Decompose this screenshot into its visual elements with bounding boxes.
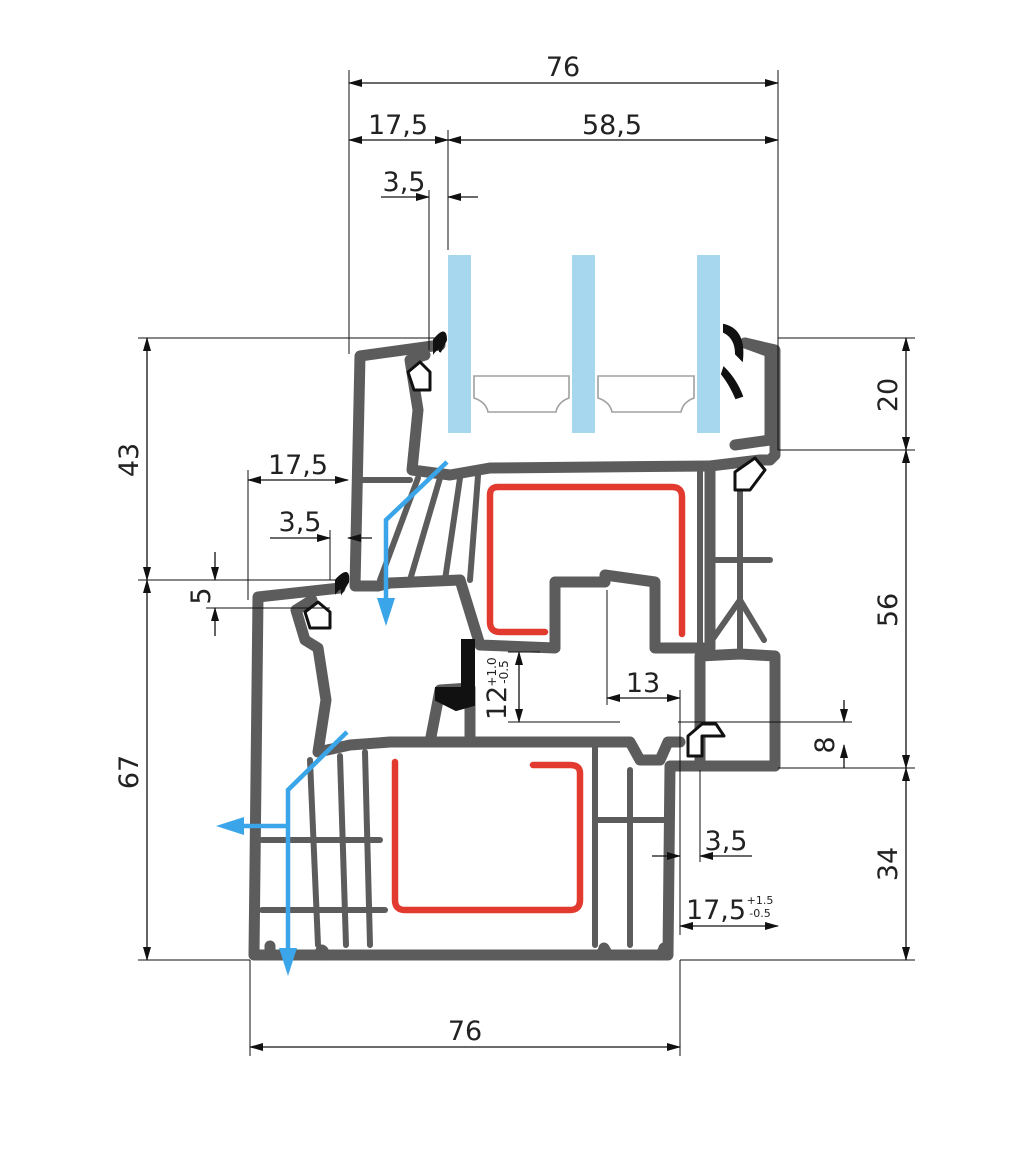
frame-inner-wall — [290, 594, 686, 766]
sash-bottom-chamber — [454, 460, 716, 654]
label-sash-gasket: 3,5 — [279, 507, 322, 538]
frame-web-3 — [307, 757, 321, 948]
label-overlap-height: 12 — [482, 686, 513, 720]
label-bottom-right-tol-lower: -0.5 — [749, 907, 770, 920]
frame-drain-arrowhead-left — [216, 817, 244, 835]
spacer-bar-left — [473, 375, 570, 413]
label-top-bead: 3,5 — [383, 167, 426, 198]
label-bottom-right-tol-upper: +1.5 — [747, 894, 774, 907]
label-top-total: 76 — [546, 52, 580, 83]
label-bottom-total: 76 — [448, 1016, 482, 1047]
label-sash-height: 43 — [114, 443, 145, 477]
sash-drain-path — [383, 460, 449, 608]
glass-pane-inner — [697, 255, 720, 433]
label-top-left: 17,5 — [368, 110, 428, 141]
label-overlap-tol-upper: +1.0 — [485, 657, 499, 686]
label-overlap-tol-lower: -0.5 — [497, 660, 511, 683]
gasket-glass-inner — [723, 323, 744, 363]
dimension-lines — [138, 70, 915, 1056]
dimension-labels: 76 17,5 58,5 3,5 17,5 3,5 43 67 5 20 56 … — [114, 52, 904, 1047]
sash-triangle-web — [709, 594, 767, 643]
label-bottom-right-offset: 17,5 — [686, 895, 746, 926]
frame-foot-nub-3 — [657, 945, 671, 959]
gasket-glass-inner-lower — [720, 366, 744, 400]
sash-web-2 — [407, 475, 443, 583]
glass-pane-outer — [448, 255, 471, 433]
frame-web-4 — [337, 753, 349, 948]
label-sash-overlap: 17,5 — [268, 450, 328, 481]
glazing-unit — [448, 255, 720, 433]
frame-steel-reinforcement — [391, 758, 584, 914]
sash-drain-arrowhead — [377, 598, 395, 626]
drainage-paths — [216, 460, 449, 976]
label-bottom-gasket: 3,5 — [705, 826, 748, 857]
label-middle-gap: 8 — [810, 736, 841, 753]
label-sash-step: 5 — [186, 587, 217, 604]
glass-pane-middle — [572, 255, 595, 433]
sash-outer-wall — [349, 339, 466, 592]
glazing-bead — [729, 337, 776, 451]
gasket-center-seal — [435, 639, 475, 712]
frame-outer-wall — [248, 582, 781, 961]
frame-drain-path — [285, 730, 349, 958]
gaskets — [303, 323, 767, 758]
label-top-glazing: 58,5 — [582, 110, 642, 141]
frame-web-5 — [362, 749, 373, 948]
frame-foot-nub-1 — [315, 945, 329, 959]
sash-web-4 — [467, 473, 481, 583]
gasket-glass-outer-lip — [433, 331, 448, 355]
label-right-glass-rebate: 20 — [873, 378, 904, 412]
label-right-middle: 56 — [873, 593, 904, 627]
label-right-bottom: 34 — [873, 847, 904, 881]
gasket-sash-outer-lip — [335, 572, 350, 596]
label-frame-height: 67 — [114, 755, 145, 789]
spacer-bar-right — [597, 375, 695, 413]
gasket-glass-outer — [406, 360, 432, 392]
label-center-width: 13 — [626, 668, 660, 699]
gasket-inner-stop — [686, 722, 726, 758]
gasket-glazing-bead-hook — [733, 456, 767, 492]
sash-steel-reinforcement — [486, 483, 686, 638]
frame-foot-nub-2 — [597, 945, 611, 959]
sash-glass-rebate — [404, 349, 716, 481]
sash-web-3 — [442, 475, 463, 583]
frame-drain-arrowhead-down — [279, 948, 297, 976]
